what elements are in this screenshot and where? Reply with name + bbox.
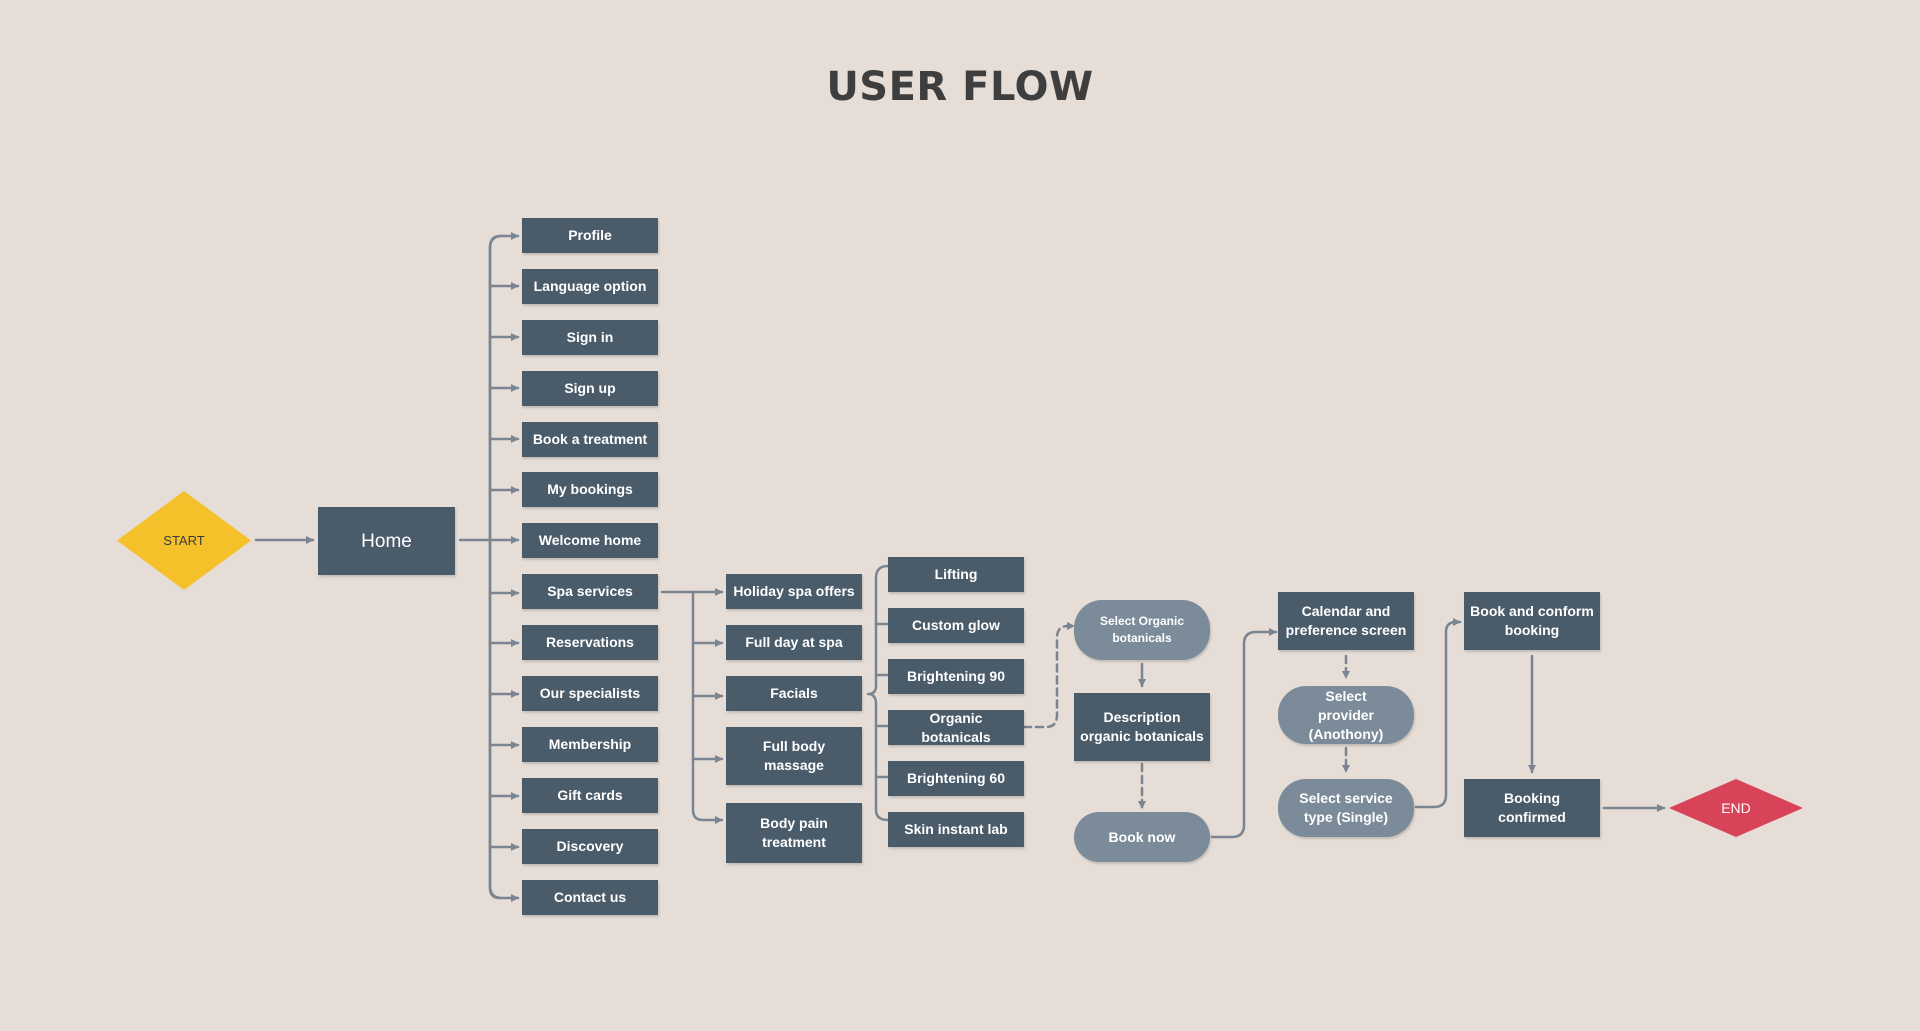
menu-item-contact-us: Contact us	[522, 880, 658, 915]
end-terminal: END	[1668, 778, 1804, 838]
connector-booknow-calendar	[1210, 628, 1278, 839]
connector-menu-branches	[488, 282, 520, 851]
menu-item-sign-up: Sign up	[522, 371, 658, 406]
connector-service-bookconform	[1414, 618, 1462, 809]
menu-item-discovery: Discovery	[522, 829, 658, 864]
menu-item-language-option: Language option	[522, 269, 658, 304]
menu-item-book-a-treatment: Book a treatment	[522, 422, 658, 457]
spa-item-full-body-massage: Full body massage	[726, 727, 862, 785]
start-terminal: START	[116, 490, 252, 591]
menu-item-spa-services: Spa services	[522, 574, 658, 609]
start-label: START	[163, 533, 205, 548]
connector-menu-top	[488, 232, 520, 542]
connector-organic-select	[1022, 622, 1076, 729]
end-diamond-shape	[1669, 779, 1803, 837]
facial-item-organic-botanicals: Organic botanicals	[888, 710, 1024, 745]
menu-item-profile: Profile	[522, 218, 658, 253]
connector-facials-branches	[874, 622, 890, 779]
facial-item-skin-instant-lab: Skin instant lab	[888, 812, 1024, 847]
start-diamond-shape	[117, 491, 251, 590]
facial-item-brightening-90: Brightening 90	[888, 659, 1024, 694]
spa-item-full-day-at-spa: Full day at spa	[726, 625, 862, 660]
menu-item-reservations: Reservations	[522, 625, 658, 660]
description-organic-botanicals-node: Description organic botanicals	[1074, 693, 1210, 761]
home-node: Home	[318, 507, 455, 575]
select-organic-botanicals-node: Select Organic botanicals	[1074, 600, 1210, 660]
facial-item-custom-glow: Custom glow	[888, 608, 1024, 643]
select-provider-node: Select provider (Anothony)	[1278, 686, 1414, 744]
connector-spa-branches	[691, 639, 724, 763]
diagram-title: USER FLOW	[826, 64, 1094, 110]
menu-item-sign-in: Sign in	[522, 320, 658, 355]
calendar-preference-node: Calendar and preference screen	[1278, 592, 1414, 650]
connector-menu-bottom	[488, 538, 520, 902]
menu-item-membership: Membership	[522, 727, 658, 762]
book-now-node: Book now	[1074, 812, 1210, 862]
connector-facials-bracket	[866, 564, 890, 822]
facial-item-lifting: Lifting	[888, 557, 1024, 592]
select-service-type-node: Select service type (Single)	[1278, 779, 1414, 837]
booking-confirmed-node: Booking confirmed	[1464, 779, 1600, 837]
book-and-conform-node: Book and conform booking	[1464, 592, 1600, 650]
menu-item-our-specialists: Our specialists	[522, 676, 658, 711]
spa-item-holiday-spa-offers: Holiday spa offers	[726, 574, 862, 609]
end-label: END	[1721, 800, 1751, 816]
spa-item-facials: Facials	[726, 676, 862, 711]
facial-item-brightening-60: Brightening 60	[888, 761, 1024, 796]
menu-item-gift-cards: Gift cards	[522, 778, 658, 813]
spa-item-body-pain-treatment: Body pain treatment	[726, 803, 862, 863]
connector-menu-spine	[488, 234, 502, 900]
menu-item-welcome-home: Welcome home	[522, 523, 658, 558]
connector-spa-spine	[691, 590, 724, 824]
menu-item-my-bookings: My bookings	[522, 472, 658, 507]
